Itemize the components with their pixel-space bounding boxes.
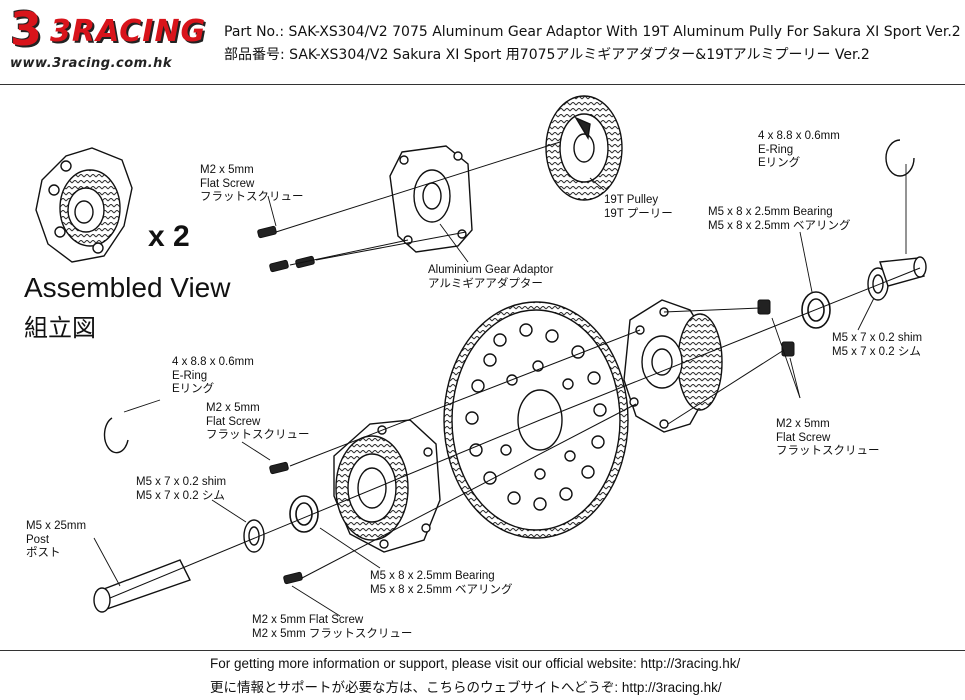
axis-lines-top [275,141,561,266]
label-line: E-Ring [758,143,794,156]
quantity-label: x 2 [148,220,190,253]
label-line: M5 x 8 x 2.5mm ベアリング [370,583,513,596]
label-line: M5 x 8 x 2.5mm Bearing [370,570,495,582]
assembled-view-heading: Assembled View [24,272,231,303]
label-bearing-top: M5 x 8 x 2.5mm Bearing M5 x 8 x 2.5mm ベア… [708,206,851,233]
label-line: Eリング [172,383,215,395]
header: 3 3RACING www.3racing.com.hk Part No.: S… [0,0,965,84]
part-title-jp: 部品番号: SAK-XS304/V2 Sakura XI Sport 用7075… [224,47,870,63]
footer-text-en: For getting more information or support,… [210,656,741,671]
label-screw-bottom: M2 x 5mm Flat Screw M2 x 5mm フラットスクリュー [252,614,412,641]
eclip-left [103,417,129,454]
gear-adaptor-left [333,419,441,553]
screws-top [257,225,315,273]
footer-divider [0,650,965,651]
label-line: アルミギアアダプター [428,277,543,290]
logo-mark: 3 [10,2,43,56]
label-line: M5 x 7 x 0.2 シム [136,489,225,502]
label-line: M2 x 5mm フラットスクリュー [252,627,413,640]
post-top [879,256,927,287]
label-line: フラットスクリュー [206,429,310,441]
label-line: M2 x 5mm [776,418,830,430]
label-line: M2 x 5mm [200,164,254,176]
label-screw-top: M2 x 5mm Flat Screw フラットスクリュー [200,164,304,205]
spur-gear [443,301,629,539]
label-line: M5 x 7 x 0.2 shim [832,332,923,344]
label-line: Eリング [758,157,801,169]
label-line: Post [26,533,50,546]
logo-wordmark: 3RACING [50,14,207,49]
footer-text-jp: 更に情報とサポートが必要な方は、こちらのウェブサイトへどうぞ: http://3… [210,680,722,695]
label-line: 19T Pulley [604,194,659,206]
logo-url: www.3racing.com.hk [10,56,173,71]
screws-right [757,299,795,357]
axis-lines-main [109,267,921,599]
pulley-top [545,95,623,201]
label-line: 19T プーリー [604,207,673,220]
gear-adaptor-top [389,145,473,253]
assembled-view-heading-jp: 組立図 [24,315,96,342]
label-line: 4 x 8.8 x 0.6mm [758,130,840,142]
label-bearing-bottom: M5 x 8 x 2.5mm Bearing M5 x 8 x 2.5mm ベア… [370,570,513,597]
label-shim-right: M5 x 7 x 0.2 shim M5 x 7 x 0.2 シム [832,332,922,359]
shim-right [867,267,889,301]
assembled-part-drawing [35,147,133,263]
label-line: Flat Screw [206,415,261,428]
brand-logo: 3 3RACING www.3racing.com.hk [6,6,218,76]
post-bottom [93,559,191,613]
label-screw-mid: M2 x 5mm Flat Screw フラットスクリュー [206,402,310,443]
label-eclip-top: 4 x 8.8 x 0.6mm E-Ring Eリング [758,130,840,171]
label-screw-right: M2 x 5mm Flat Screw フラットスクリュー [776,418,880,459]
label-line: M5 x 8 x 2.5mm ベアリング [708,219,851,232]
label-line: 4 x 8.8 x 0.6mm [172,356,254,368]
label-line: M2 x 5mm [206,402,260,414]
label-line: M5 x 7 x 0.2 シム [832,345,921,358]
screws-bottom [269,461,303,585]
label-shim-left: M5 x 7 x 0.2 shim M5 x 7 x 0.2 シム [136,476,226,503]
label-eclip-left: 4 x 8.8 x 0.6mm E-Ring Eリング [172,356,254,397]
label-post: M5 x 25mm Post ポスト [26,520,86,561]
header-divider [0,84,965,85]
eclip-top [885,139,915,177]
label-line: M5 x 25mm [26,520,87,532]
label-line: Aluminium Gear Adaptor [428,264,554,276]
leader-lines [93,164,907,617]
label-line: ポスト [26,547,61,559]
label-line: M5 x 8 x 2.5mm Bearing [708,206,833,218]
label-line: M5 x 7 x 0.2 shim [136,476,227,488]
label-line: Flat Screw [200,177,255,190]
label-line: M2 x 5mm Flat Screw [252,614,364,626]
label-line: フラットスクリュー [776,445,880,457]
label-line: Flat Screw [776,431,831,444]
part-title-en: Part No.: SAK-XS304/V2 7075 Aluminum Gea… [224,24,961,40]
label-pulley: 19T Pulley 19T プーリー [604,194,673,221]
label-line: フラットスクリュー [200,191,304,203]
label-adaptor: Aluminium Gear Adaptor アルミギアアダプター [428,264,553,291]
label-line: E-Ring [172,369,208,382]
gear-adaptor-right [623,299,723,433]
